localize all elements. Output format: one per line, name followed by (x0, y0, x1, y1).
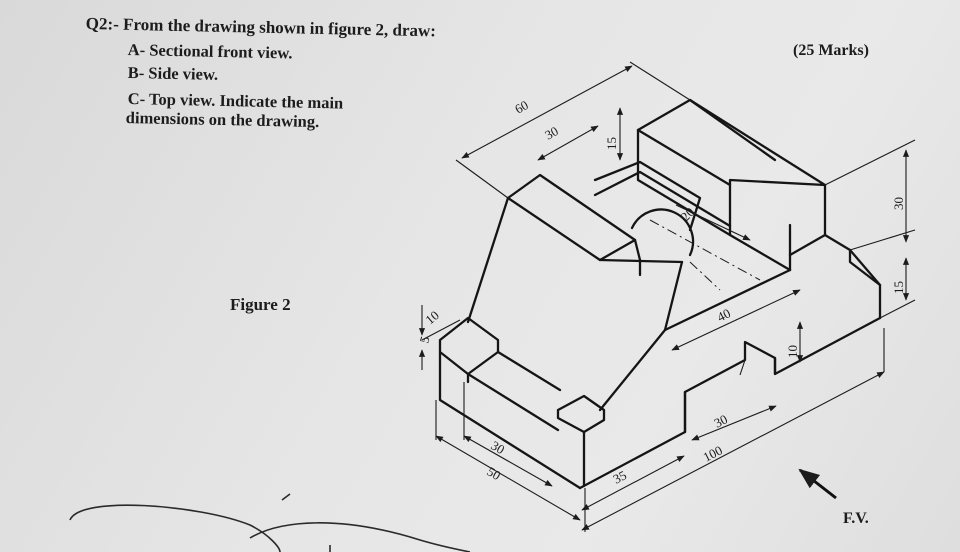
dim-5-left: 5 (416, 335, 432, 345)
center-lines (649, 219, 761, 291)
dim-35: 35 (611, 467, 629, 486)
dim-30-right: 30 (891, 197, 906, 210)
dim-15-top: 15 (604, 137, 619, 150)
marks-label: (25 Marks) (793, 42, 869, 59)
object-outline (438, 98, 882, 490)
dim-50: 50 (485, 464, 504, 483)
dim-10-slot: 10 (785, 345, 800, 358)
dim-60: 60 (512, 97, 531, 116)
dim-10-left: 10 (422, 307, 442, 327)
dim-30-top: 30 (542, 123, 561, 142)
figure-label: Figure 2 (230, 295, 291, 314)
pen-scribble (69, 493, 471, 552)
dimension-lines (418, 61, 916, 532)
dim-40: 40 (715, 305, 733, 324)
dim-100: 100 (701, 442, 725, 464)
dim-30-slot: 30 (712, 411, 730, 430)
dim-30-bottom: 30 (489, 438, 508, 457)
front-view-arrow (798, 468, 837, 500)
dim-15-right: 15 (891, 281, 906, 294)
